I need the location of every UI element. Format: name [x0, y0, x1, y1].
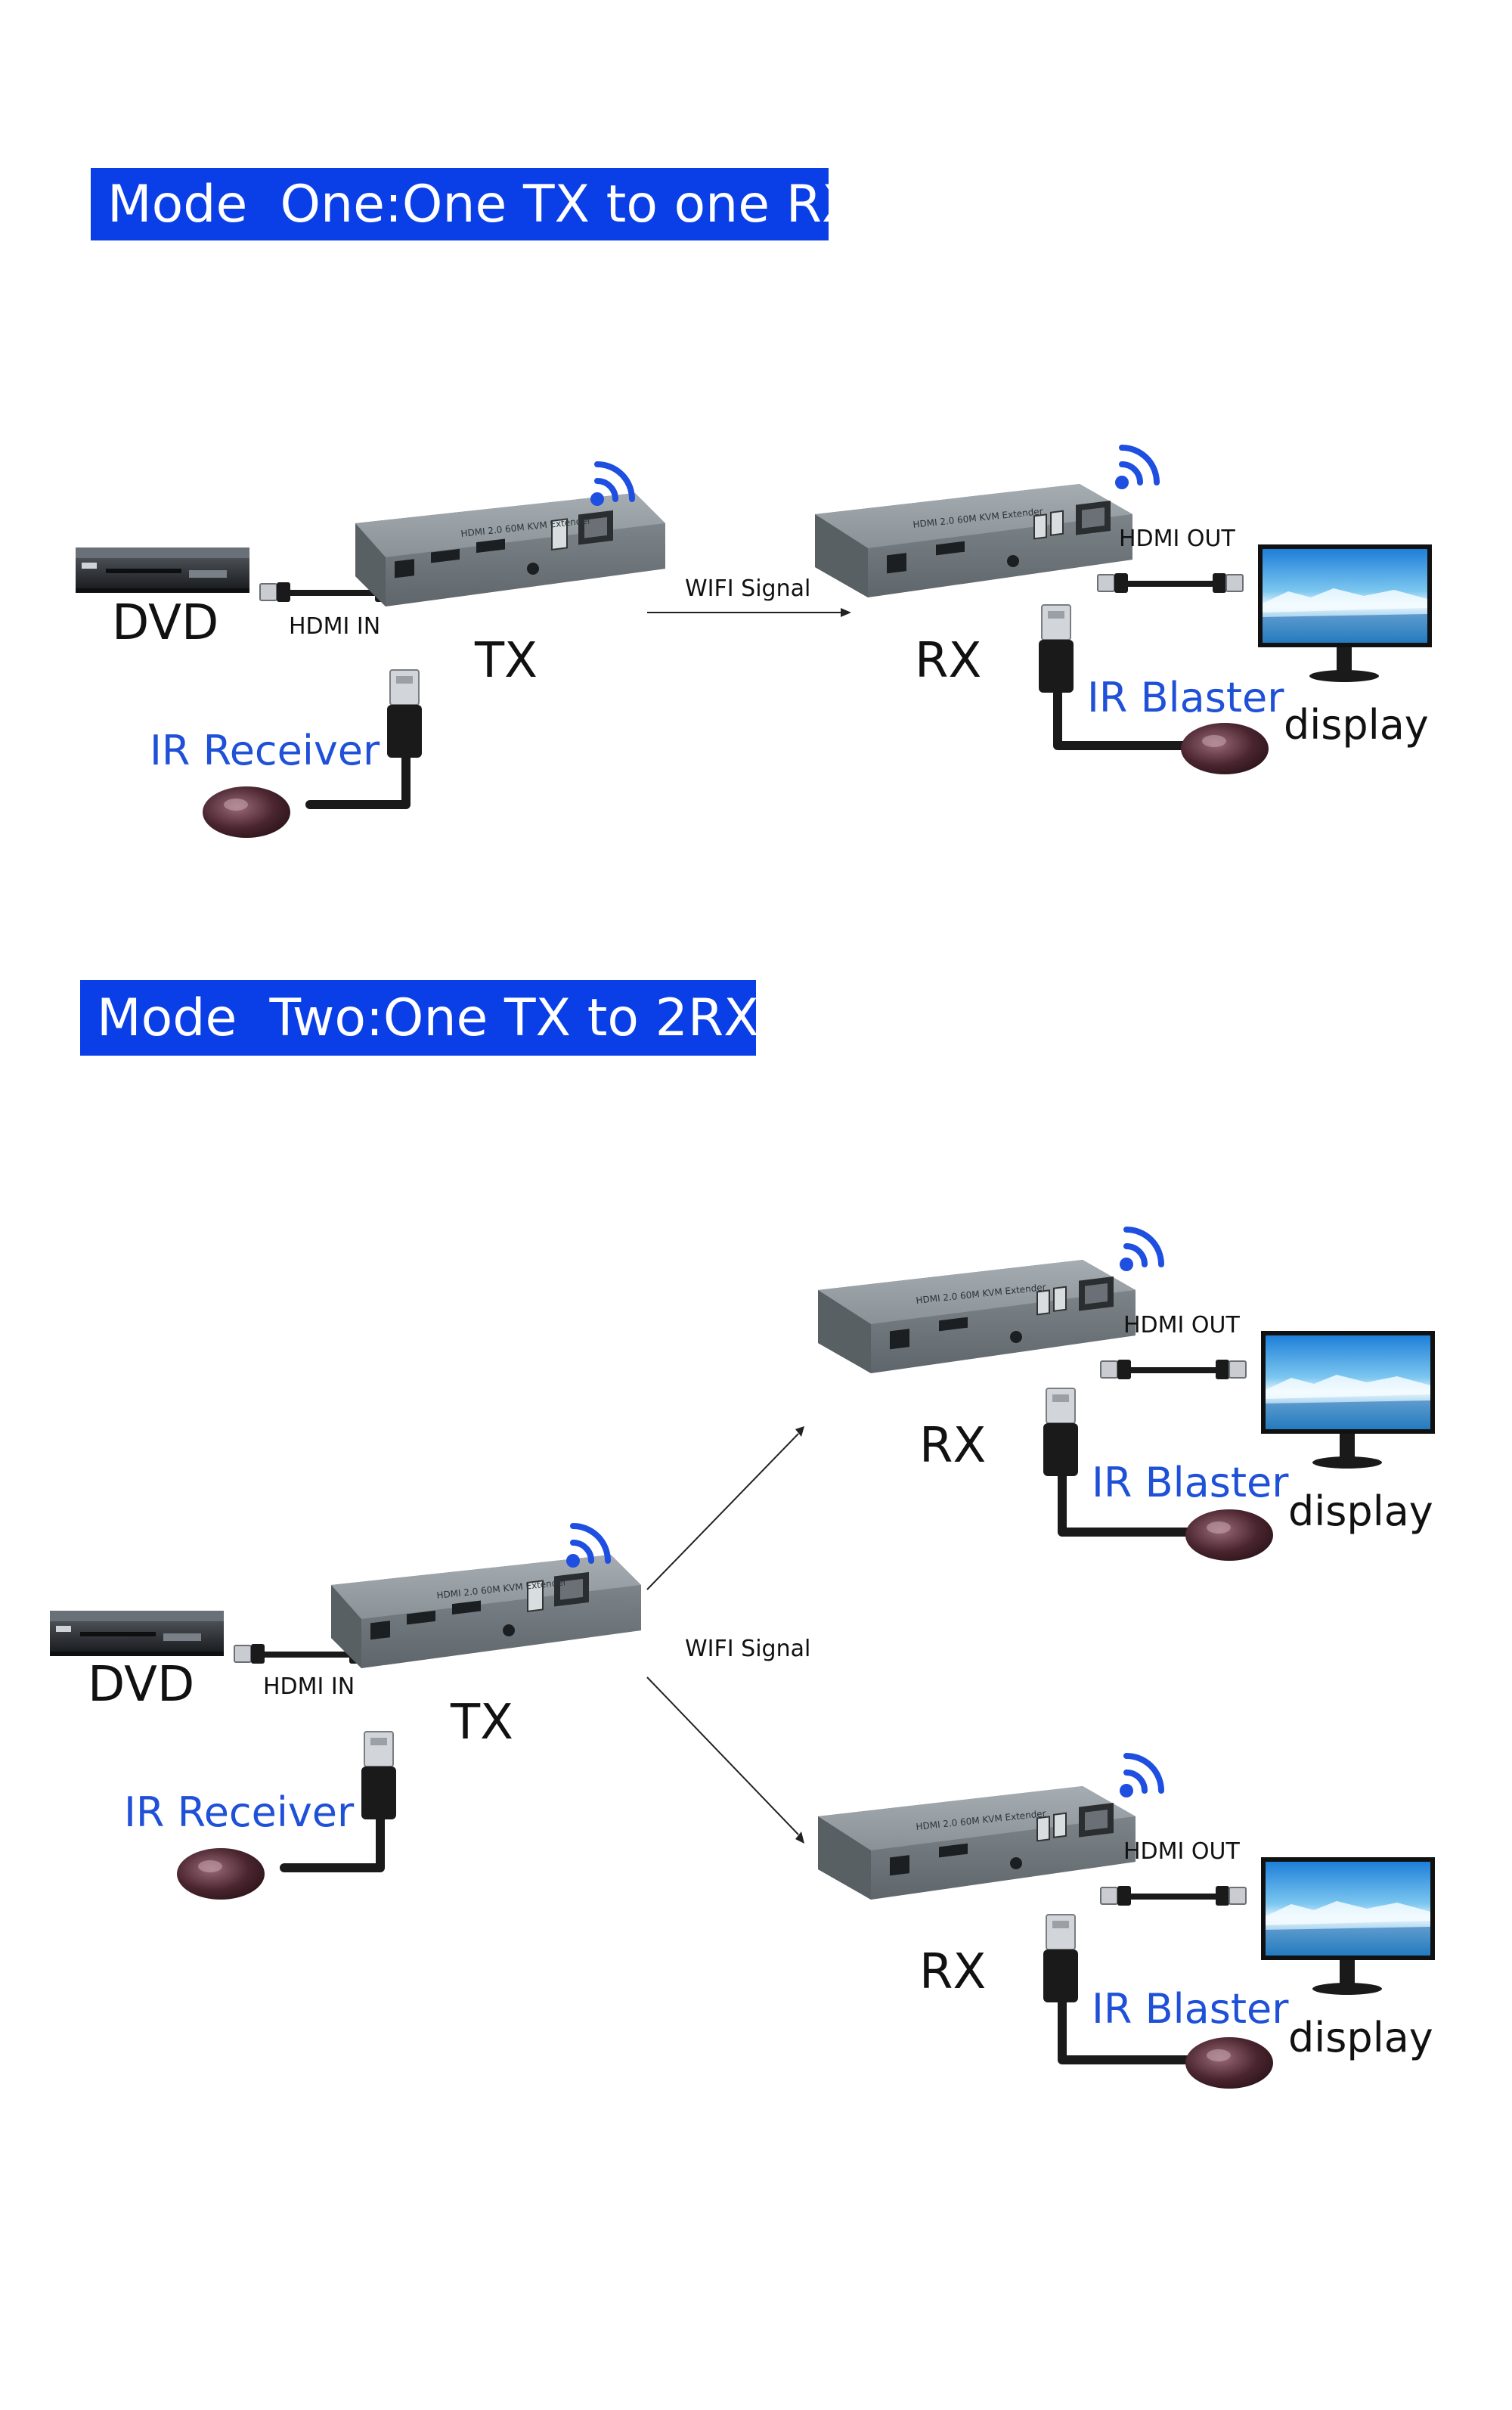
- ir-blaster-icon: [1185, 2037, 1273, 2089]
- usb-cable-icon: [1043, 1914, 1235, 2064]
- mode-two-banner: Mode Two:One TX to 2RX: [80, 980, 759, 1056]
- hdmi-in-label: HDMI IN: [263, 1673, 355, 1700]
- hdmi-out-label: HDMI OUT: [1119, 526, 1235, 552]
- rx-unit-icon: [817, 1259, 1136, 1374]
- tx-unit-icon: [330, 1554, 642, 1669]
- hdmi-out-label: HDMI OUT: [1123, 1838, 1240, 1865]
- ir-blaster-label: IR Blaster: [1087, 674, 1284, 721]
- display-label: display: [1288, 2014, 1433, 2061]
- ir-blaster-icon: [1185, 1509, 1273, 1561]
- mode-two-title: Mode Two:One TX to 2RX: [97, 988, 759, 1048]
- monitor-icon: [1261, 1857, 1435, 1995]
- wifi-signal-arrow: [647, 608, 851, 617]
- rx-label: RX: [919, 1418, 987, 1474]
- dvd-player-icon: [50, 1611, 224, 1656]
- ir-receiver-label: IR Receiver: [124, 1788, 355, 1836]
- wifi-icon: [565, 1514, 618, 1571]
- hdmi-cable-icon: [1097, 572, 1244, 594]
- rx-label: RX: [919, 1944, 987, 2000]
- wifi-signal-arrow-up: [646, 1426, 804, 1590]
- dvd-label: DVD: [88, 1657, 195, 1713]
- dvd-label: DVD: [112, 595, 219, 651]
- display-label: display: [1288, 1487, 1433, 1535]
- wifi-signal-label: WIFI Signal: [685, 1636, 811, 1662]
- rx-unit-icon: [814, 483, 1133, 598]
- ir-receiver-icon: [203, 786, 290, 838]
- mode-one-banner: Mode One:One TX to one RX: [91, 168, 857, 240]
- display-label: display: [1284, 701, 1429, 749]
- tx-unit-icon: [355, 492, 666, 607]
- hdmi-cable-icon: [1100, 1359, 1247, 1380]
- wifi-icon: [1119, 1217, 1172, 1275]
- wifi-icon: [1119, 1744, 1172, 1801]
- wifi-signal-arrow-down: [646, 1676, 804, 1844]
- rx-unit-icon: [817, 1785, 1136, 1900]
- wifi-icon: [1114, 436, 1167, 493]
- monitor-icon: [1258, 544, 1432, 682]
- wifi-signal-label: WIFI Signal: [685, 575, 811, 602]
- tx-label: TX: [451, 1695, 513, 1751]
- ir-blaster-label: IR Blaster: [1092, 1459, 1289, 1506]
- usb-cable-icon: [1043, 1388, 1235, 1537]
- ir-blaster-icon: [1181, 723, 1269, 774]
- wifi-icon: [590, 452, 643, 510]
- ir-receiver-icon: [177, 1848, 265, 1900]
- hdmi-out-label: HDMI OUT: [1123, 1312, 1240, 1338]
- usb-cable-icon: [280, 1731, 397, 1872]
- hdmi-cable-icon: [1100, 1885, 1247, 1906]
- rx-label: RX: [915, 633, 982, 689]
- dvd-player-icon: [76, 547, 249, 593]
- hdmi-in-label: HDMI IN: [289, 613, 381, 640]
- ir-receiver-label: IR Receiver: [150, 727, 380, 774]
- mode-one-title: Mode One:One TX to one RX: [107, 174, 857, 234]
- tx-label: TX: [475, 633, 538, 689]
- monitor-icon: [1261, 1331, 1435, 1469]
- usb-cable-icon: [305, 669, 423, 809]
- usb-cable-icon: [1038, 604, 1231, 750]
- ir-blaster-label: IR Blaster: [1092, 1985, 1289, 2033]
